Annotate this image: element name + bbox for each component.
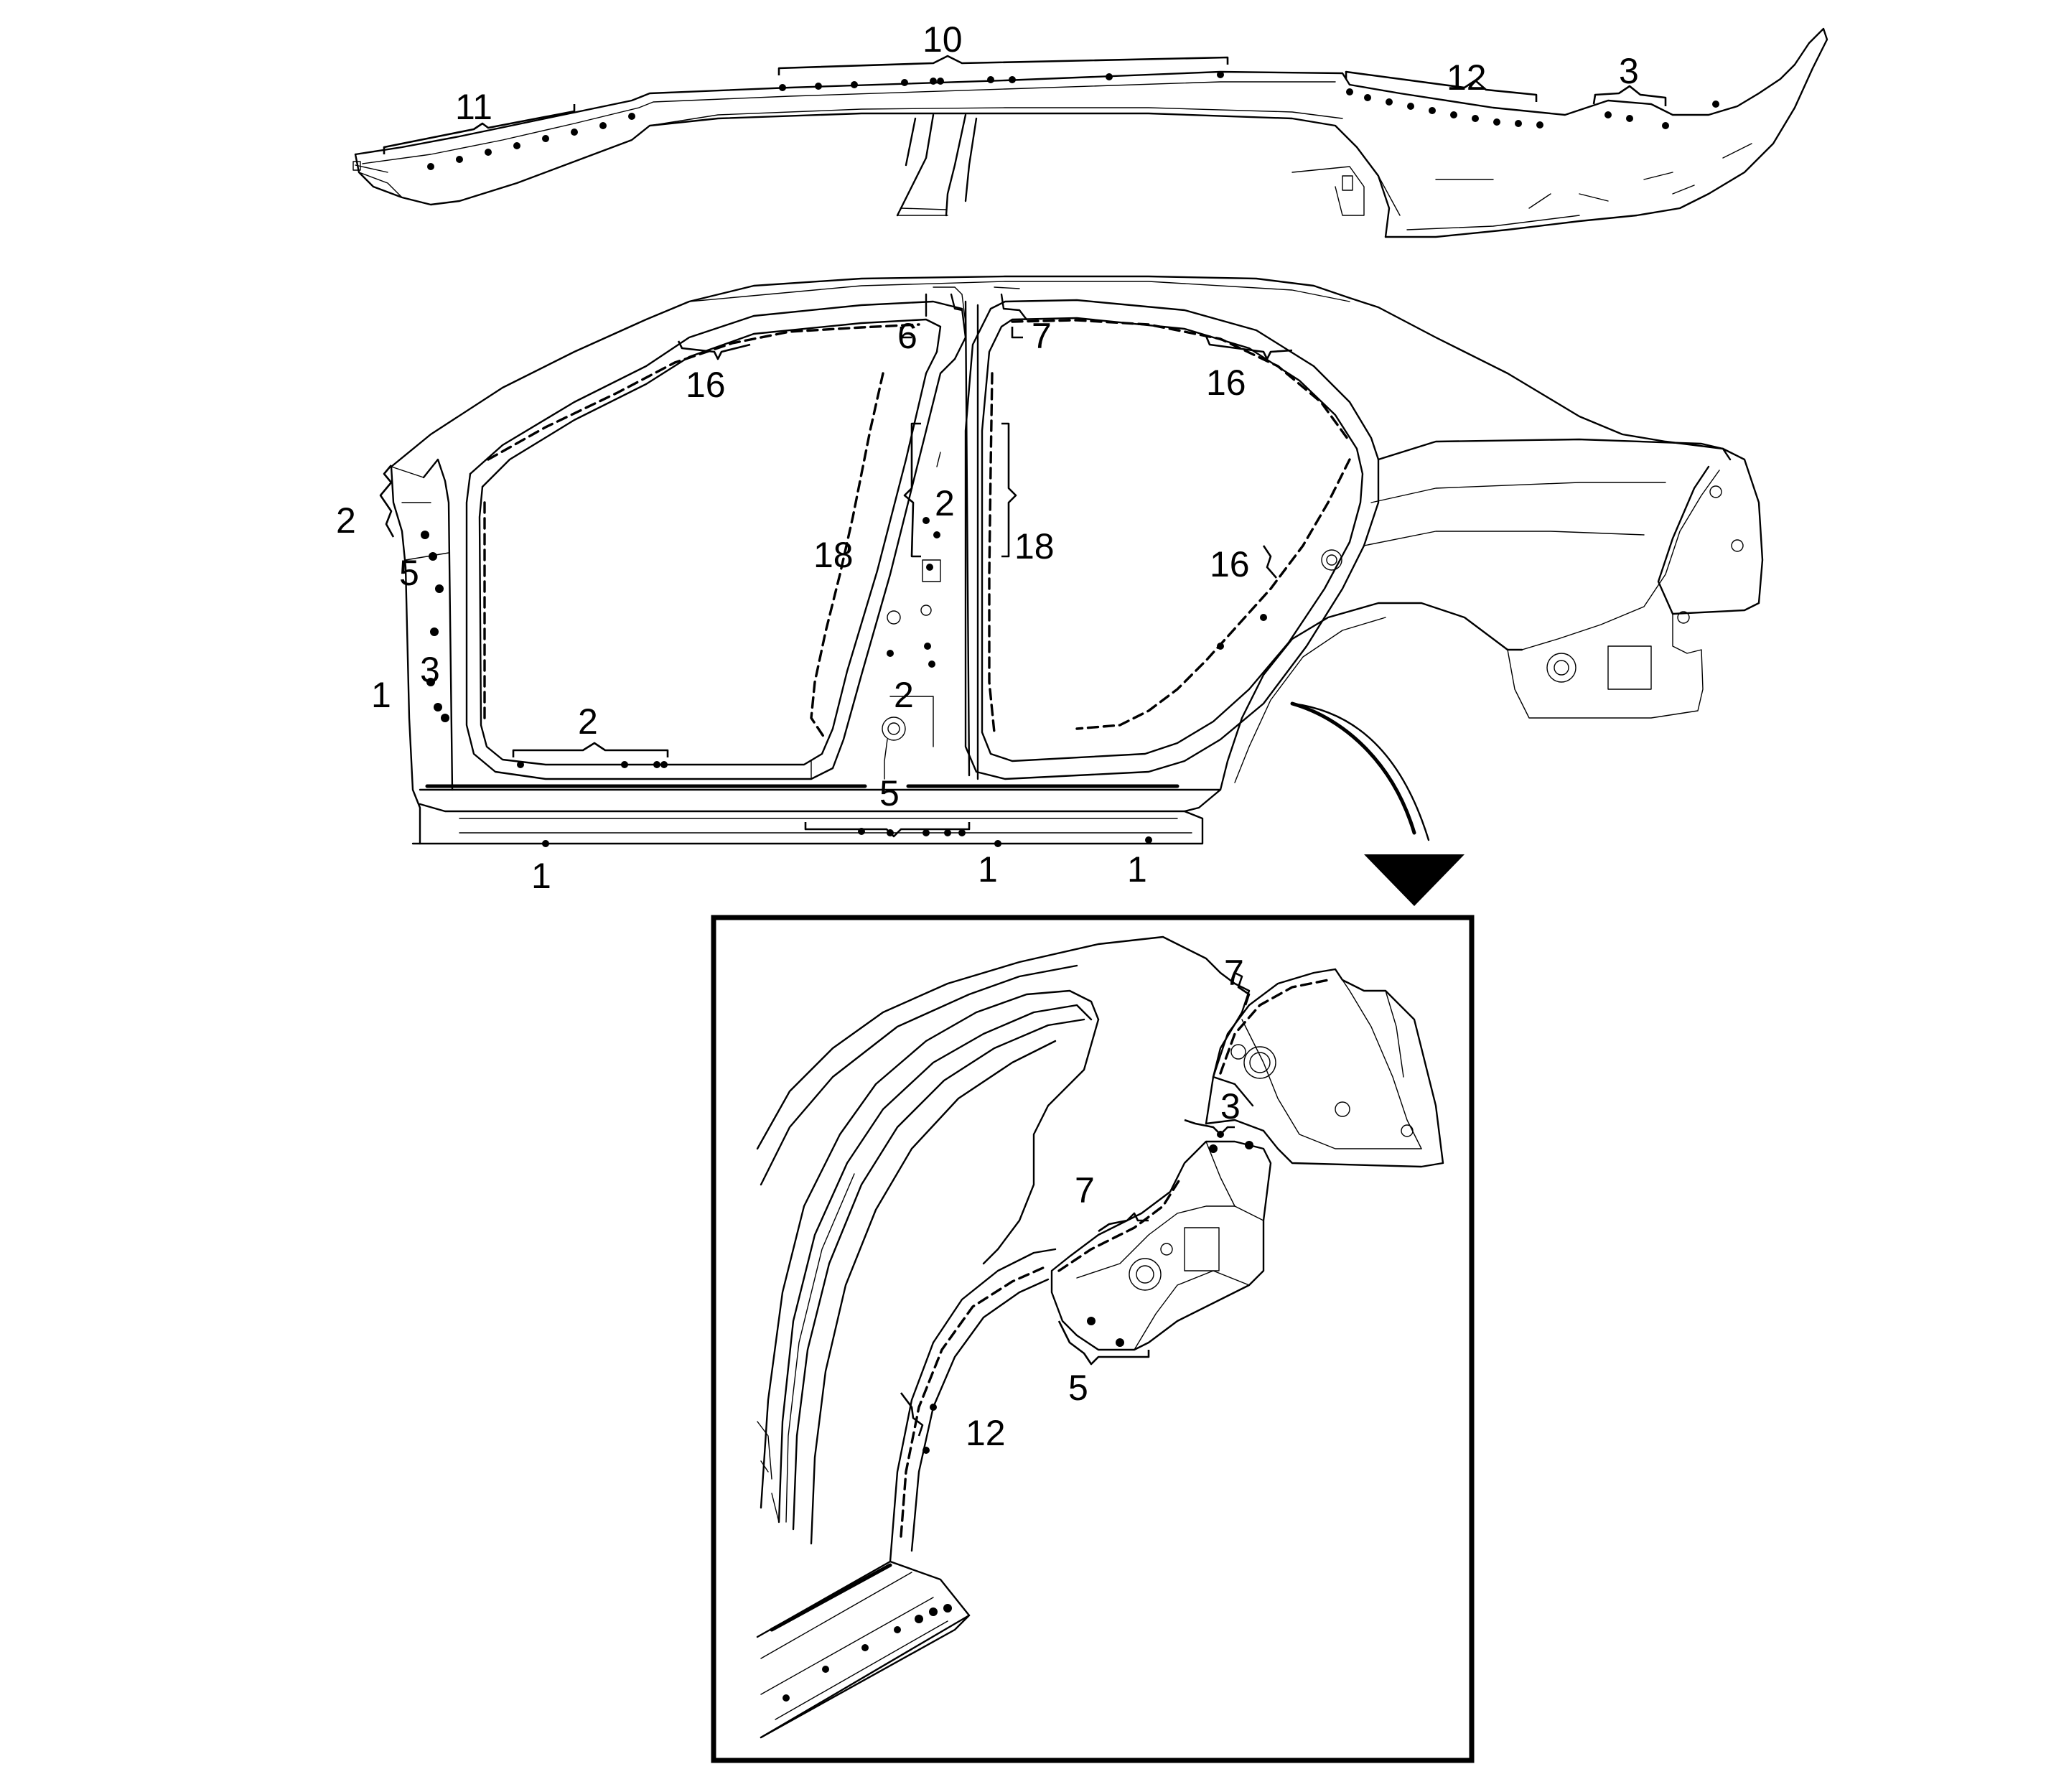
callout-3: 3 xyxy=(1220,1086,1241,1126)
callout-10: 10 xyxy=(922,19,963,60)
callout-7: 7 xyxy=(1032,316,1052,356)
callout-18: 18 xyxy=(1014,526,1055,566)
weld-points-top xyxy=(427,71,1719,170)
callout-1: 1 xyxy=(978,849,998,890)
callout-2: 2 xyxy=(894,675,914,715)
callout-7: 7 xyxy=(1075,1170,1095,1210)
callout-1: 1 xyxy=(1127,849,1147,890)
callout-2: 2 xyxy=(336,500,356,541)
callout-3: 3 xyxy=(1619,51,1639,91)
callout-18: 18 xyxy=(813,535,854,575)
callout-5: 5 xyxy=(879,773,900,813)
callout-16: 16 xyxy=(686,365,726,405)
callout-12: 12 xyxy=(1447,57,1487,98)
detail-inset xyxy=(756,935,1444,1739)
callout-1: 1 xyxy=(531,856,551,896)
callout-16: 16 xyxy=(1206,363,1246,403)
callout-12: 12 xyxy=(966,1413,1006,1453)
callout-6: 6 xyxy=(897,316,917,356)
detail-arrow xyxy=(1290,701,1465,906)
detail-inset-frame xyxy=(711,915,1475,1763)
callout-2: 2 xyxy=(578,701,598,742)
callout-1: 1 xyxy=(371,675,391,715)
callout-11: 11 xyxy=(455,87,492,127)
callout-3: 3 xyxy=(420,650,440,690)
callout-5: 5 xyxy=(399,553,419,593)
body-side-main-view xyxy=(379,275,1764,847)
roof-rail-top-view xyxy=(352,27,1828,238)
callout-7: 7 xyxy=(1224,953,1244,993)
callout-16: 16 xyxy=(1210,544,1250,584)
weld-points-inset xyxy=(783,1131,1253,1702)
callout-labels: 11 10 12 3 16 6 7 16 2 5 3 1 18 2 18 16 … xyxy=(336,19,1639,1453)
callout-2: 2 xyxy=(935,483,955,523)
callout-5: 5 xyxy=(1068,1368,1088,1408)
